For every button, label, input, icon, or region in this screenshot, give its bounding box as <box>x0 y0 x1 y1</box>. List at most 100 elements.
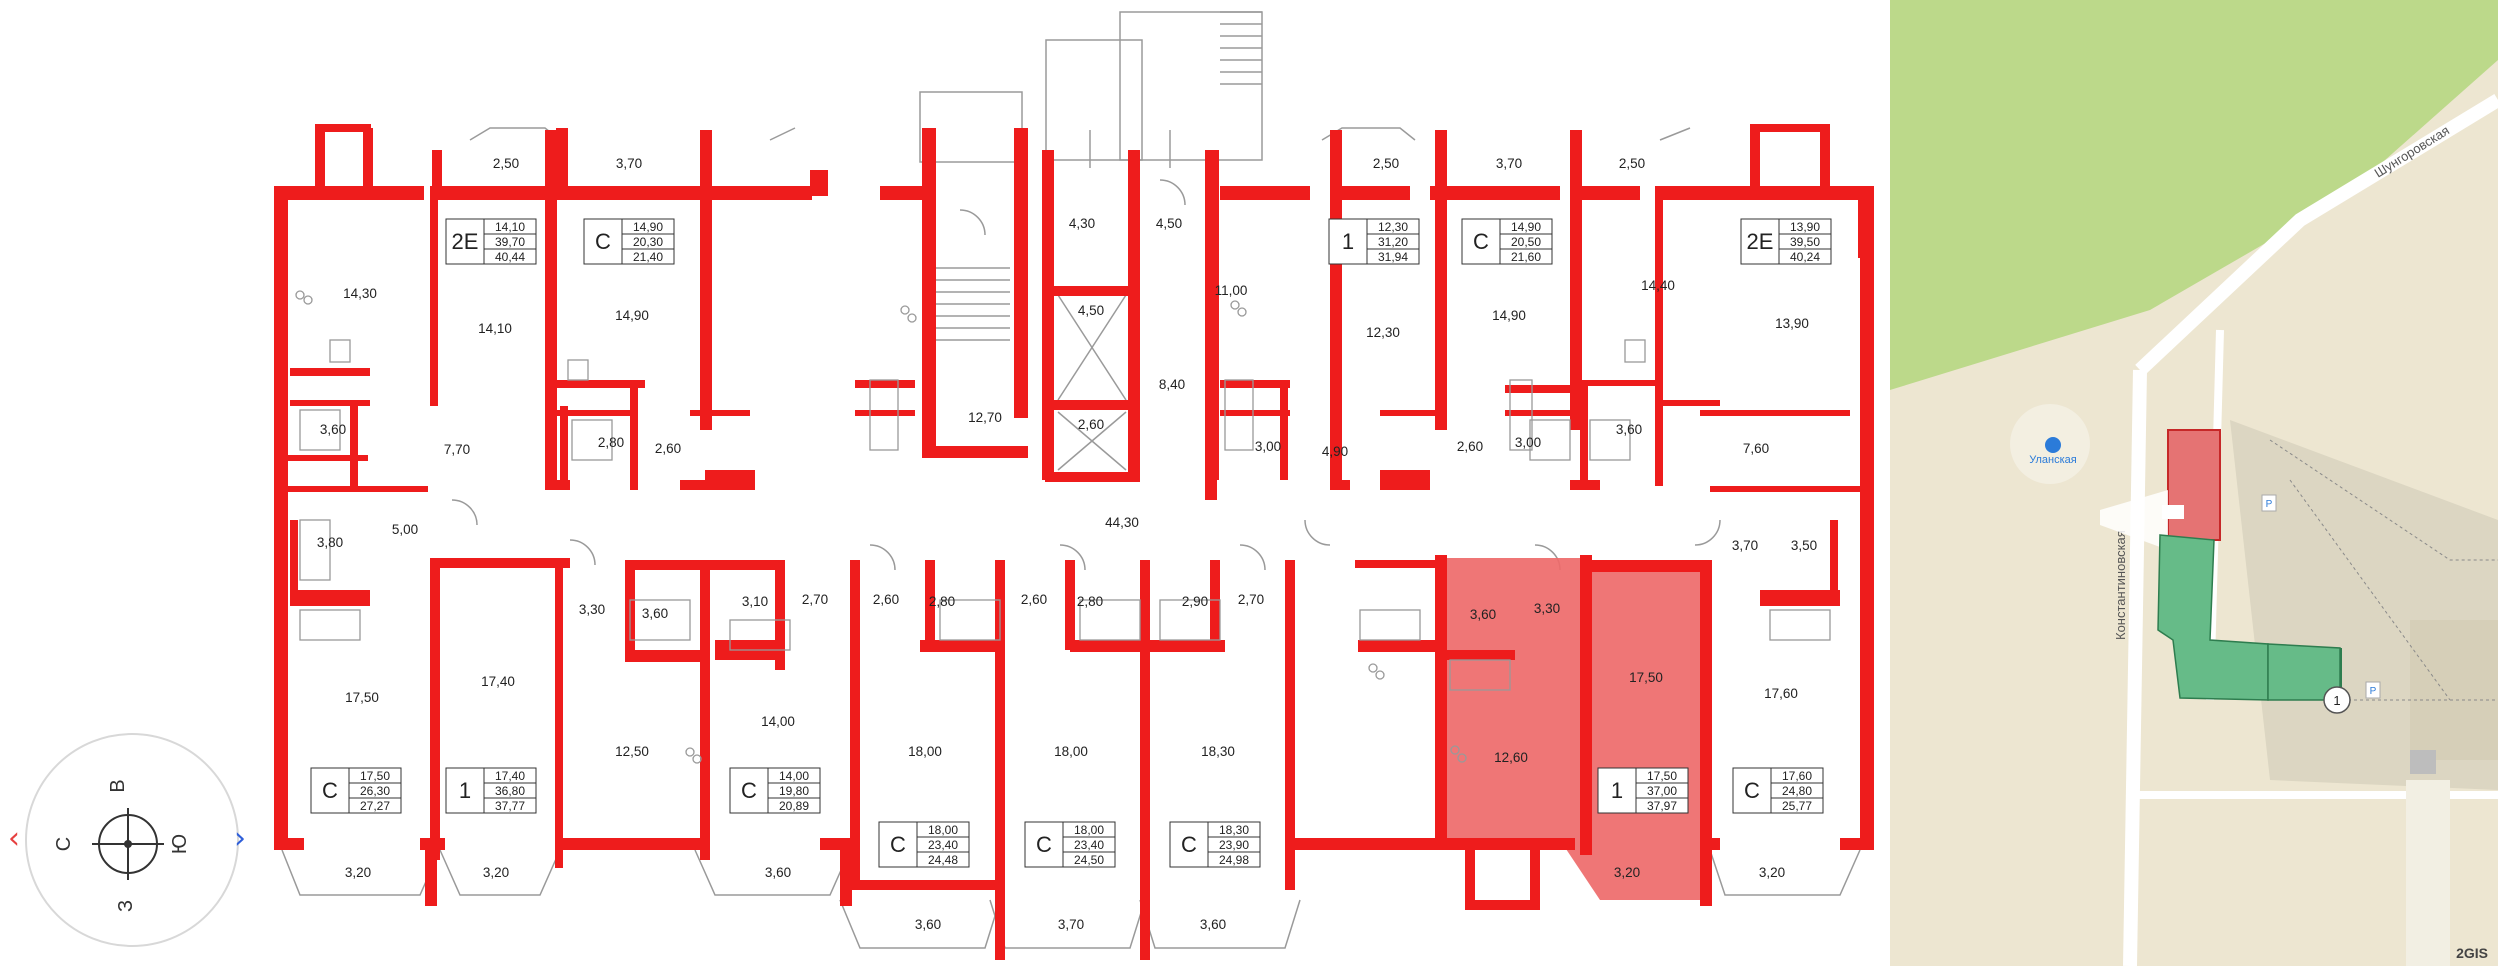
apartment-area-value: 21,60 <box>1511 250 1541 264</box>
room-area-label: 14,30 <box>343 286 377 301</box>
room-area-label: 5,00 <box>392 522 418 537</box>
highlighted-apartment[interactable] <box>1440 558 1704 900</box>
room-area-label: 3,20 <box>1759 865 1785 880</box>
floor-plan-drawing: 2,503,7014,3014,1014,904,304,504,508,402… <box>274 11 1874 960</box>
map-park-area <box>1890 0 2498 390</box>
room-area-label: 2,80 <box>929 594 955 609</box>
apartment-area-value: 17,50 <box>1647 769 1677 783</box>
apartment-type-label: 2E <box>1747 229 1774 254</box>
apartment-area-value: 39,50 <box>1790 235 1820 249</box>
rotate-right-arrow-icon[interactable]: › <box>234 821 246 856</box>
apartment-type-label: С <box>1744 778 1760 803</box>
room-area-label: 3,80 <box>317 535 343 550</box>
apartment-type-label: С <box>595 229 611 254</box>
apartment-type-label: С <box>741 778 757 803</box>
apartment-area-value: 17,60 <box>1782 769 1812 783</box>
parking-icon[interactable]: P <box>2266 499 2273 510</box>
room-area-label: 2,60 <box>655 441 681 456</box>
room-area-label: 12,50 <box>615 744 649 759</box>
room-area-label: 2,60 <box>1457 439 1483 454</box>
apartment-area-value: 21,40 <box>633 250 663 264</box>
apartment-area-value: 14,90 <box>633 220 663 234</box>
room-area-label: 7,60 <box>1743 441 1769 456</box>
room-area-label: 18,00 <box>908 744 942 759</box>
room-area-label: 4,30 <box>1069 216 1095 231</box>
room-area-label: 2,50 <box>493 156 519 171</box>
entrance-marker[interactable] <box>2323 686 2351 714</box>
room-area-label: 18,30 <box>1201 744 1235 759</box>
room-area-label: 17,50 <box>1629 670 1663 685</box>
compass[interactable]: В С Ю З <box>22 730 242 950</box>
apartment-area-value: 40,24 <box>1790 250 1820 264</box>
room-area-label: 17,60 <box>1764 686 1798 701</box>
room-area-label: 17,40 <box>481 674 515 689</box>
apartment-type-label: 2E <box>452 229 479 254</box>
room-area-label: 14,40 <box>1641 278 1675 293</box>
room-area-label: 2,80 <box>1077 594 1103 609</box>
apartment-area-value: 37,00 <box>1647 784 1677 798</box>
apartment-area-value: 14,10 <box>495 220 525 234</box>
compass-west-label: З <box>115 900 137 912</box>
room-area-label: 3,70 <box>1058 917 1084 932</box>
apartment-area-value: 19,80 <box>779 784 809 798</box>
apartment-area-value: 13,90 <box>1790 220 1820 234</box>
room-area-label: 12,30 <box>1366 325 1400 340</box>
room-area-label: 2,60 <box>1078 417 1104 432</box>
selected-section[interactable] <box>2167 429 2221 541</box>
room-area-label: 2,80 <box>598 435 624 450</box>
room-area-label: 4,50 <box>1156 216 1182 231</box>
room-area-label: 2,90 <box>1182 594 1208 609</box>
room-area-label: 2,50 <box>1373 156 1399 171</box>
apartment-area-value: 18,00 <box>1074 823 1104 837</box>
apartment-area-value: 17,50 <box>360 769 390 783</box>
rotate-left-arrow-icon[interactable]: ‹ <box>8 821 20 856</box>
location-map[interactable]: Уланская Шунгоровская Константиновская P… <box>1890 0 2498 966</box>
apartment-area-value: 27,27 <box>360 799 390 813</box>
apartment-area-value: 36,80 <box>495 784 525 798</box>
apartment-area-value: 37,77 <box>495 799 525 813</box>
bus-stop-icon[interactable] <box>2045 437 2061 453</box>
map-attribution: 2GIS <box>2456 945 2488 961</box>
shungorovskaya-street <box>2135 94 2498 376</box>
room-area-label: 14,00 <box>761 714 795 729</box>
apartment-area-value: 23,40 <box>1074 838 1104 852</box>
apartment-area-value: 31,94 <box>1378 250 1408 264</box>
room-area-label: 2,60 <box>873 592 899 607</box>
room-area-label: 8,40 <box>1159 377 1185 392</box>
room-area-label: 4,90 <box>1322 444 1348 459</box>
room-area-label: 3,30 <box>1534 601 1560 616</box>
room-area-label: 2,70 <box>1238 592 1264 607</box>
compass-dial[interactable] <box>25 733 239 947</box>
apartment-area-value: 31,20 <box>1378 235 1408 249</box>
apartment-area-value: 24,50 <box>1074 853 1104 867</box>
room-area-label: 3,70 <box>616 156 642 171</box>
room-area-label: 3,10 <box>742 594 768 609</box>
apartment-area-value: 14,90 <box>1511 220 1541 234</box>
parking-icon[interactable]: P <box>2370 686 2377 697</box>
apartment-area-value: 12,30 <box>1378 220 1408 234</box>
compass-east-label: В <box>107 779 129 792</box>
apartment-area-value: 24,48 <box>928 853 958 867</box>
apartment-area-value: 20,89 <box>779 799 809 813</box>
apartment-type-label: С <box>890 832 906 857</box>
room-area-label: 4,50 <box>1078 303 1104 318</box>
room-area-label: 3,60 <box>642 606 668 621</box>
room-area-label: 3,20 <box>1614 865 1640 880</box>
apartment-type-label: 1 <box>1611 778 1623 803</box>
city-block <box>2410 620 2498 760</box>
apartment-area-value: 24,98 <box>1219 853 1249 867</box>
